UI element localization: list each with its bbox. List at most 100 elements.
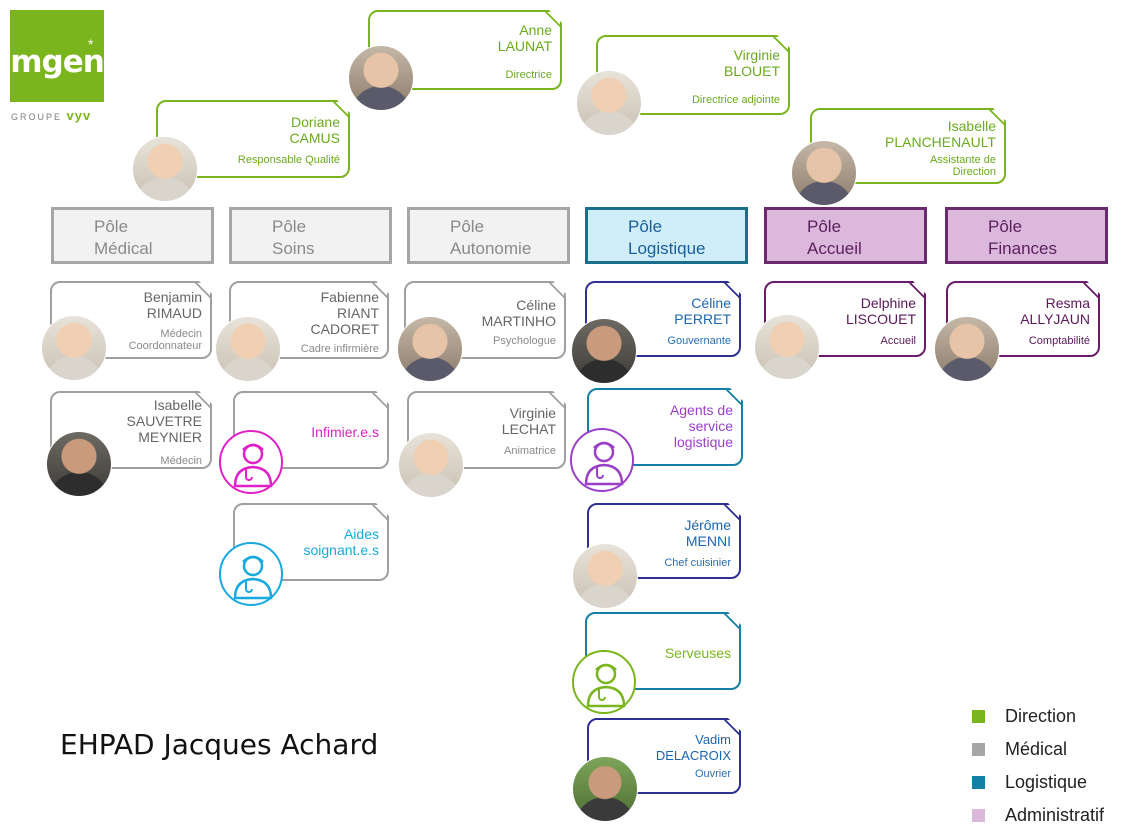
last-name: PLANCHENAULT <box>885 134 996 150</box>
pole-label-2: Finances <box>988 239 1057 258</box>
pole-logistique: Pôle Logistique <box>585 207 748 264</box>
avatar <box>571 318 637 384</box>
first-name: Benjamin <box>143 289 202 305</box>
role: Psychologue <box>493 335 556 347</box>
last-name-1: RIANT <box>337 305 379 321</box>
pole-label-1: Pôle <box>272 217 307 236</box>
last-name: BLOUET <box>723 63 780 79</box>
group-label: Infimier.e.s <box>311 424 379 440</box>
avatar <box>934 316 1000 382</box>
first-name: Céline <box>516 297 556 313</box>
legend-item-medical: Médical <box>972 739 1067 760</box>
legend-item-direction: Direction <box>972 706 1076 727</box>
avatar <box>572 756 638 822</box>
role-line-1: Médecin <box>160 328 202 340</box>
logo-group: GROUPE vyv <box>11 108 91 123</box>
pole-soins: Pôle Soins <box>229 207 392 264</box>
role: Assistante de Direction <box>929 154 996 178</box>
last-name-1: SAUVETRE <box>126 413 202 429</box>
role: Responsable Qualité <box>237 154 340 166</box>
role-line-2: Coordonnateur <box>128 340 202 352</box>
legend-label: Administratif <box>1005 805 1105 825</box>
last-name-2: CADORET <box>310 321 379 337</box>
mgen-logo: mgen * <box>10 10 105 102</box>
pole-label-2: Logistique <box>628 239 706 258</box>
legend-swatch <box>972 710 985 723</box>
group-label-2: service <box>688 418 733 434</box>
first-name: Delphine <box>860 295 916 311</box>
waitress-icon <box>572 650 636 714</box>
logo-group-name: vyv <box>66 108 92 123</box>
avatar <box>398 432 464 498</box>
avatar <box>215 316 281 382</box>
avatar <box>791 140 857 206</box>
first-name: Vadim <box>695 732 731 747</box>
last-name: LAUNAT <box>497 38 552 54</box>
pole-label-1: Pôle <box>807 217 842 236</box>
legend-label: Direction <box>1005 706 1077 726</box>
first-name: Fabienne <box>320 289 379 305</box>
first-name: Anne <box>519 22 552 38</box>
last-name-2: MEYNIER <box>138 429 202 445</box>
role: Directrice <box>505 69 552 81</box>
pole-finances: Pôle Finances <box>945 207 1108 264</box>
first-name: Céline <box>691 295 731 311</box>
last-name: CAMUS <box>289 130 340 146</box>
role: Ouvrier <box>694 768 731 780</box>
nurse-icon <box>219 542 283 606</box>
avatar <box>132 136 198 202</box>
first-name: Jérôme <box>684 517 731 533</box>
group-label-2: soignant.e.s <box>303 542 379 558</box>
role: Animatrice <box>504 445 556 457</box>
legend-label: Médical <box>1005 739 1068 759</box>
last-name: LISCOUET <box>845 311 916 327</box>
role: Cadre infirmière <box>300 343 379 355</box>
role: Accueil <box>880 335 916 347</box>
legend-label: Logistique <box>1005 772 1088 792</box>
last-name: RIMAUD <box>146 305 202 321</box>
legend-swatch <box>972 776 985 789</box>
group-label: Serveuses <box>664 645 731 661</box>
avatar <box>41 315 107 381</box>
role: Directrice adjointe <box>691 94 780 106</box>
last-name: DELACROIX <box>655 748 731 763</box>
last-name: MARTINHO <box>481 313 556 329</box>
pole-label-1: Pôle <box>450 217 485 236</box>
staff-icon <box>570 428 634 492</box>
pole-label-2: Soins <box>272 239 315 258</box>
first-name: Isabelle <box>947 118 996 134</box>
role: Comptabilité <box>1028 335 1090 347</box>
legend-swatch <box>972 743 985 756</box>
logo-group-prefix: GROUPE <box>11 112 63 122</box>
pole-label-2: Médical <box>94 239 153 258</box>
first-name: Resma <box>1045 295 1090 311</box>
pole-label-1: Pôle <box>628 217 663 236</box>
group-label-1: Aides <box>343 526 379 542</box>
last-name: MENNI <box>685 533 731 549</box>
avatar <box>572 543 638 609</box>
legend-item-administratif: Administratif <box>972 805 1104 826</box>
role: Médecin <box>160 455 202 467</box>
first-name: Isabelle <box>153 397 202 413</box>
logo-brand: mgen <box>10 44 105 80</box>
pole-medical: Pôle Médical <box>51 207 214 264</box>
pole-label-1: Pôle <box>988 217 1023 236</box>
avatar <box>46 431 112 497</box>
nurse-icon <box>219 430 283 494</box>
avatar <box>397 316 463 382</box>
legend-item-logistique: Logistique <box>972 772 1087 793</box>
avatar <box>576 70 642 136</box>
role: Gouvernante <box>667 335 731 347</box>
pole-label-2: Autonomie <box>450 239 532 258</box>
group-label-1: Agents de <box>669 402 733 418</box>
avatar <box>348 45 414 111</box>
legend-swatch <box>972 809 985 822</box>
pole-autonomie: Pôle Autonomie <box>407 207 570 264</box>
first-name: Virginie <box>733 47 780 63</box>
last-name: PERRET <box>674 311 731 327</box>
